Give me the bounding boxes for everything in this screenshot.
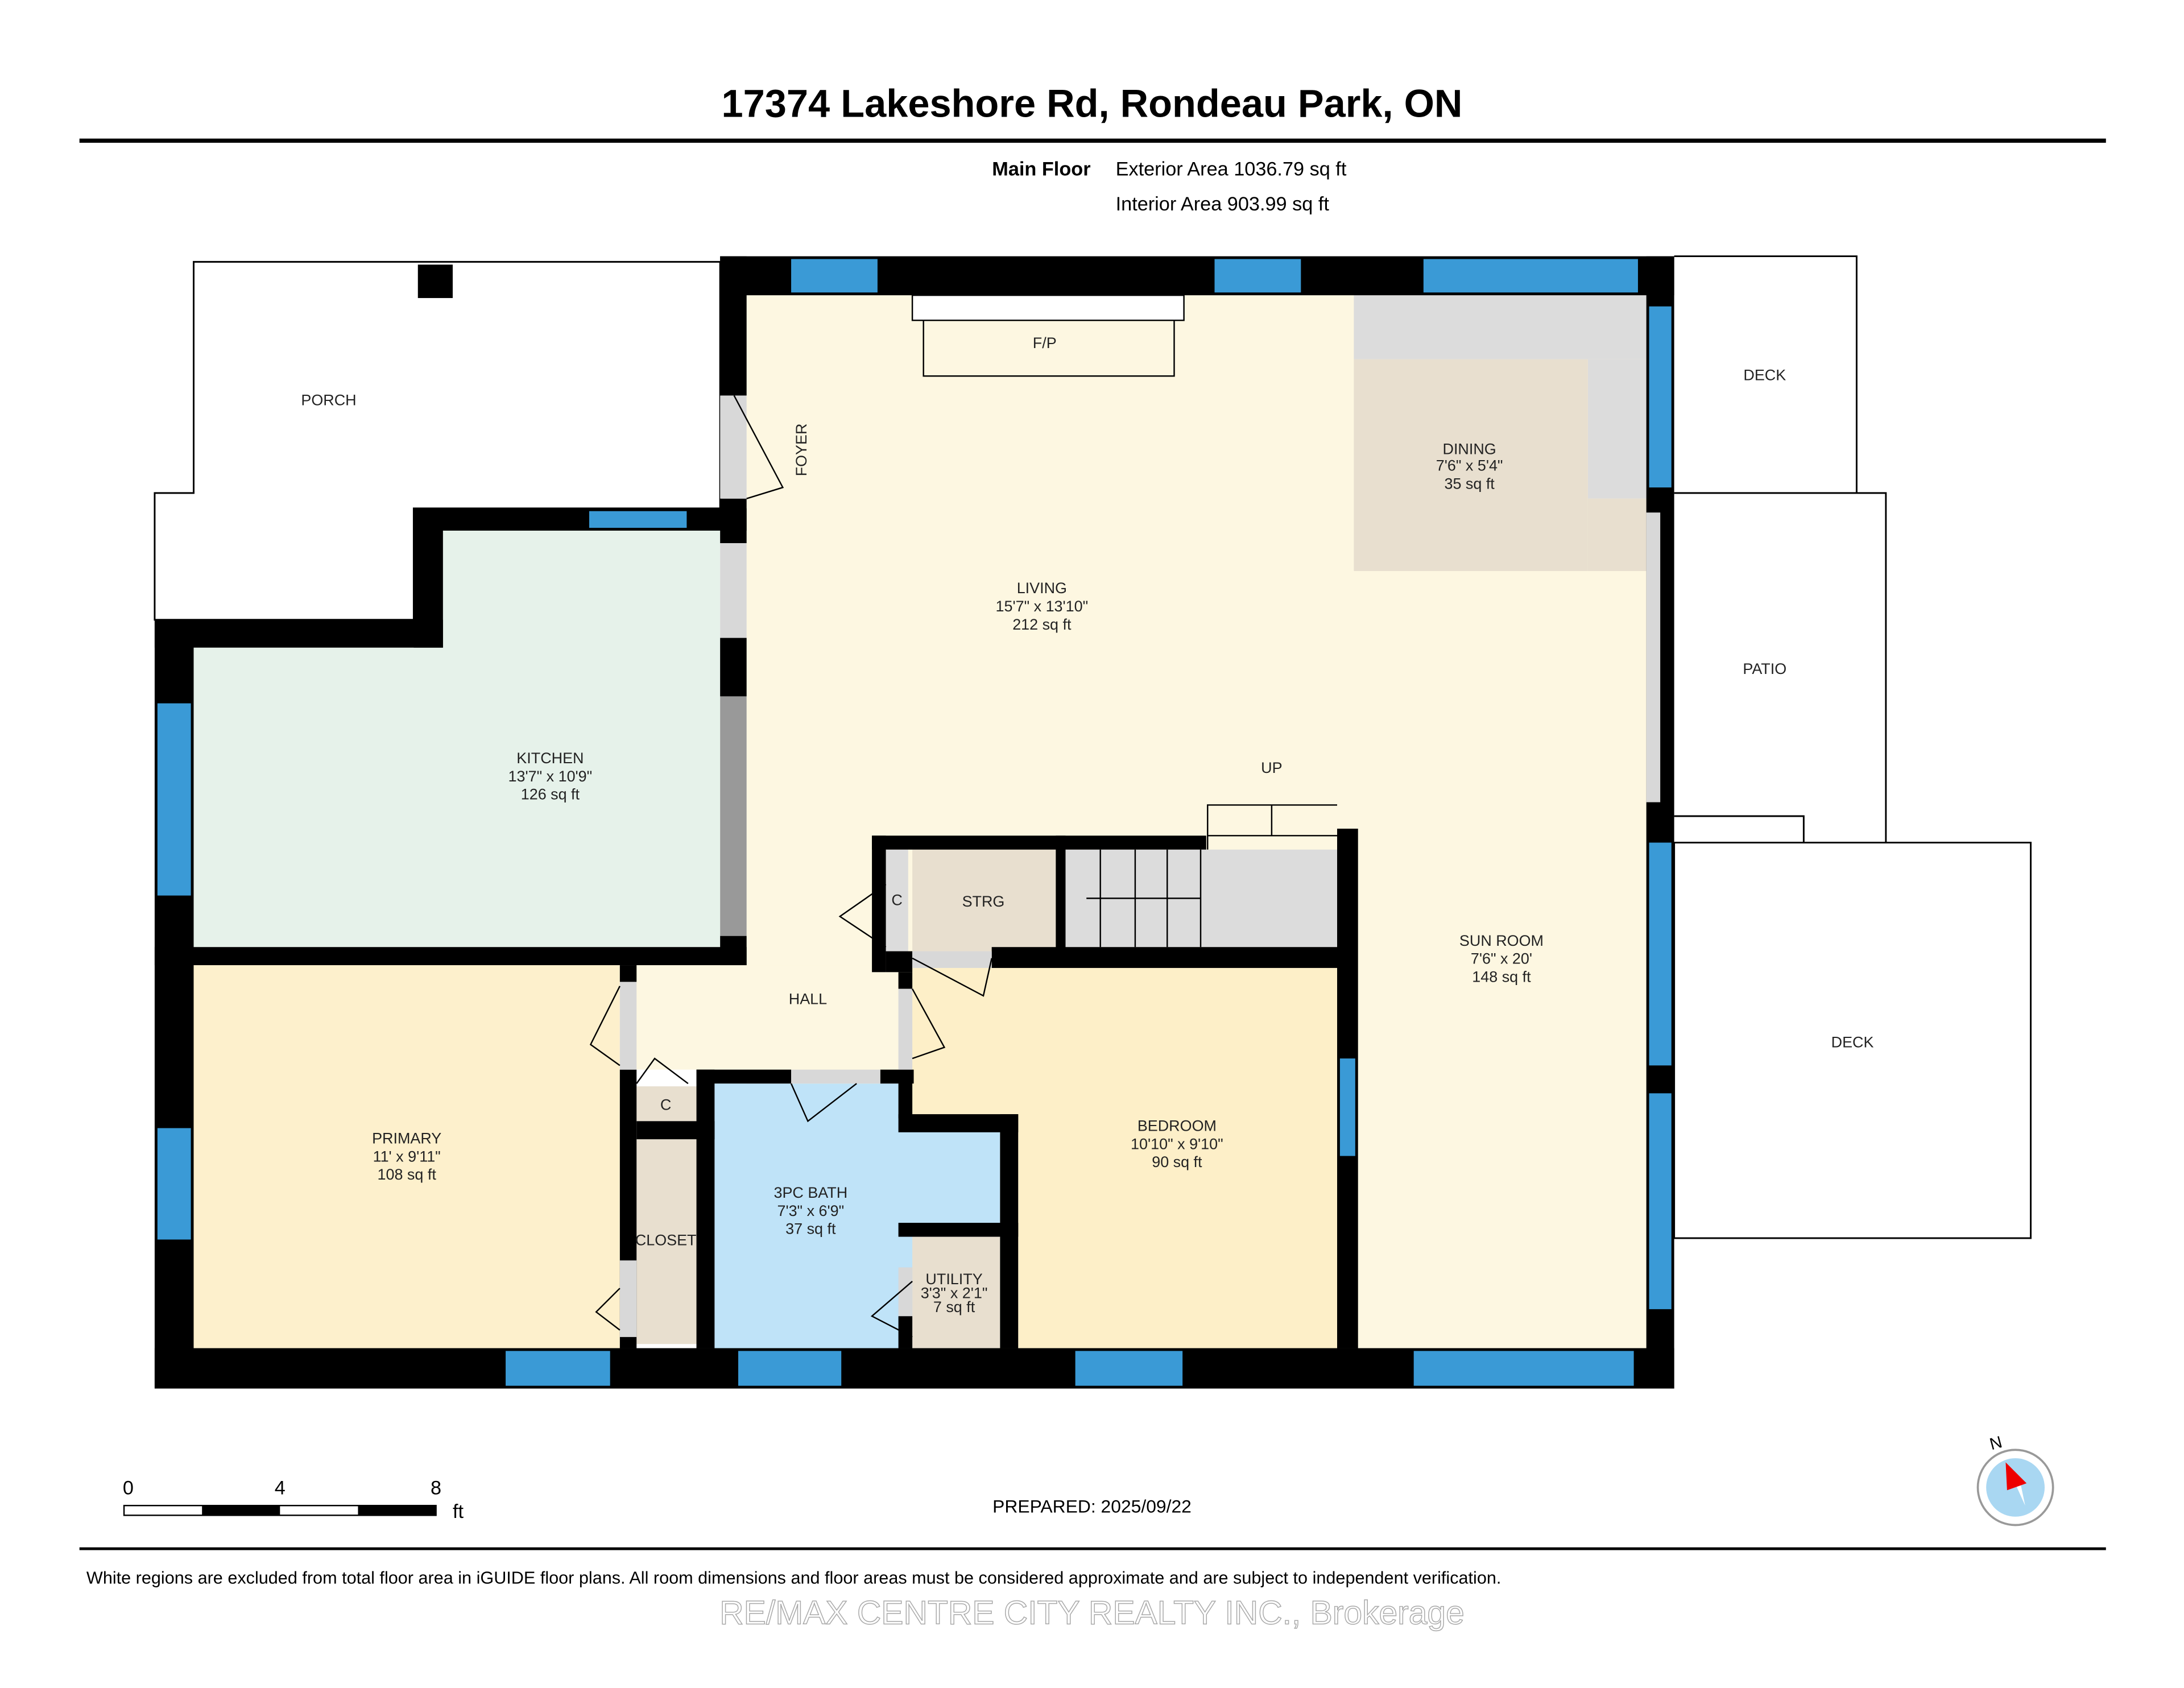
deck-outline (1674, 255, 1858, 493)
bath-dims: 7'3" x 6'9" (777, 1202, 844, 1219)
closet-label: CLOSET (635, 1231, 697, 1248)
scale-tick-8: 8 (431, 1478, 441, 1499)
scale-tick-0: 0 (123, 1478, 134, 1499)
closet-c (886, 849, 908, 951)
storage-room (912, 849, 1056, 951)
living-dims: 15'7" x 13'10" (996, 598, 1089, 615)
floor-name: Main Floor (992, 159, 1090, 180)
hall-label: HALL (789, 991, 827, 1008)
exterior-area: Exterior Area 1036.79 sq ft (1116, 159, 1347, 180)
foyer-label: FOYER (793, 424, 810, 477)
primary-name: PRIMARY (372, 1130, 441, 1147)
title-rule (79, 138, 2106, 143)
footer-rule (79, 1547, 2106, 1550)
scale-bar: 0 4 8 ft (123, 1478, 464, 1523)
prepared-date: PREPARED: 2025/09/22 (992, 1496, 1192, 1516)
windows (157, 259, 1672, 1386)
primary-area: 108 sq ft (378, 1166, 437, 1183)
compass-north: N (1988, 1433, 2004, 1454)
hall-area (634, 965, 899, 1070)
living-name: LIVING (1017, 580, 1067, 597)
page-title: 17374 Lakeshore Rd, Rondeau Park, ON (722, 82, 1463, 126)
closet-c2 (636, 1086, 697, 1122)
dining-room (1354, 359, 1588, 572)
bedroom-name: BEDROOM (1138, 1117, 1217, 1134)
post (417, 264, 453, 299)
deck2-label: DECK (1831, 1034, 1874, 1051)
door-swings (589, 395, 992, 1338)
patio-outline (1674, 492, 1887, 843)
porch-label: PORCH (301, 392, 356, 409)
step-outline (1674, 815, 1805, 843)
interior-area: Interior Area 903.99 sq ft (1116, 193, 1330, 215)
utility-area: 7 sq ft (933, 1298, 975, 1315)
dining-name: DINING (1443, 440, 1496, 457)
dining-room-ext (1587, 498, 1647, 572)
watermark: RE/MAX CENTRE CITY REALTY INC., Brokerag… (719, 1594, 1465, 1631)
stair-treads (1086, 804, 1337, 948)
sunroom-dims: 7'6" x 20' (1471, 950, 1532, 967)
bath-area: 37 sq ft (785, 1221, 836, 1238)
fireplace-label: F/P (1033, 334, 1057, 351)
dining-area: 35 sq ft (1444, 475, 1495, 493)
counter-side (1587, 359, 1647, 499)
sunroom-area: 148 sq ft (1472, 968, 1531, 985)
fireplace-hearth (911, 294, 1185, 321)
kitchen-area: 126 sq ft (521, 786, 580, 803)
utility-name: UTILITY (925, 1271, 982, 1288)
scale-unit: ft (453, 1501, 464, 1522)
bath-name: 3PC BATH (774, 1184, 848, 1201)
compass-icon: N (1976, 1433, 2054, 1526)
kitchen-room (193, 531, 721, 948)
living-area: 212 sq ft (1012, 616, 1072, 633)
up-label: UP (1261, 759, 1282, 776)
utility-room (912, 1236, 1000, 1348)
c-label-2: C (660, 1097, 671, 1114)
patio-label: PATIO (1743, 660, 1786, 677)
sunroom-name: SUN ROOM (1459, 932, 1544, 949)
primary-dims: 11' x 9'11" (373, 1148, 441, 1165)
utility-dims: 3'3" x 2'1" (921, 1284, 988, 1301)
primary-room (193, 965, 620, 1348)
dining-dims: 7'6" x 5'4" (1436, 457, 1503, 474)
counter (1354, 295, 1647, 359)
deck-label: DECK (1743, 367, 1786, 384)
door-openings (619, 395, 1661, 1337)
scale-tick-4: 4 (275, 1478, 286, 1499)
bedroom-dims: 10'10" x 9'10" (1131, 1135, 1223, 1152)
closet-room (636, 1139, 697, 1344)
kitchen-name: KITCHEN (516, 750, 584, 767)
c-label-1: C (891, 892, 902, 909)
disclaimer: White regions are excluded from total fl… (86, 1568, 1501, 1587)
bedroom-area: 90 sq ft (1152, 1153, 1202, 1170)
kitchen-dims: 13'7" x 10'9" (508, 768, 593, 785)
strg-label: STRG (962, 893, 1005, 910)
